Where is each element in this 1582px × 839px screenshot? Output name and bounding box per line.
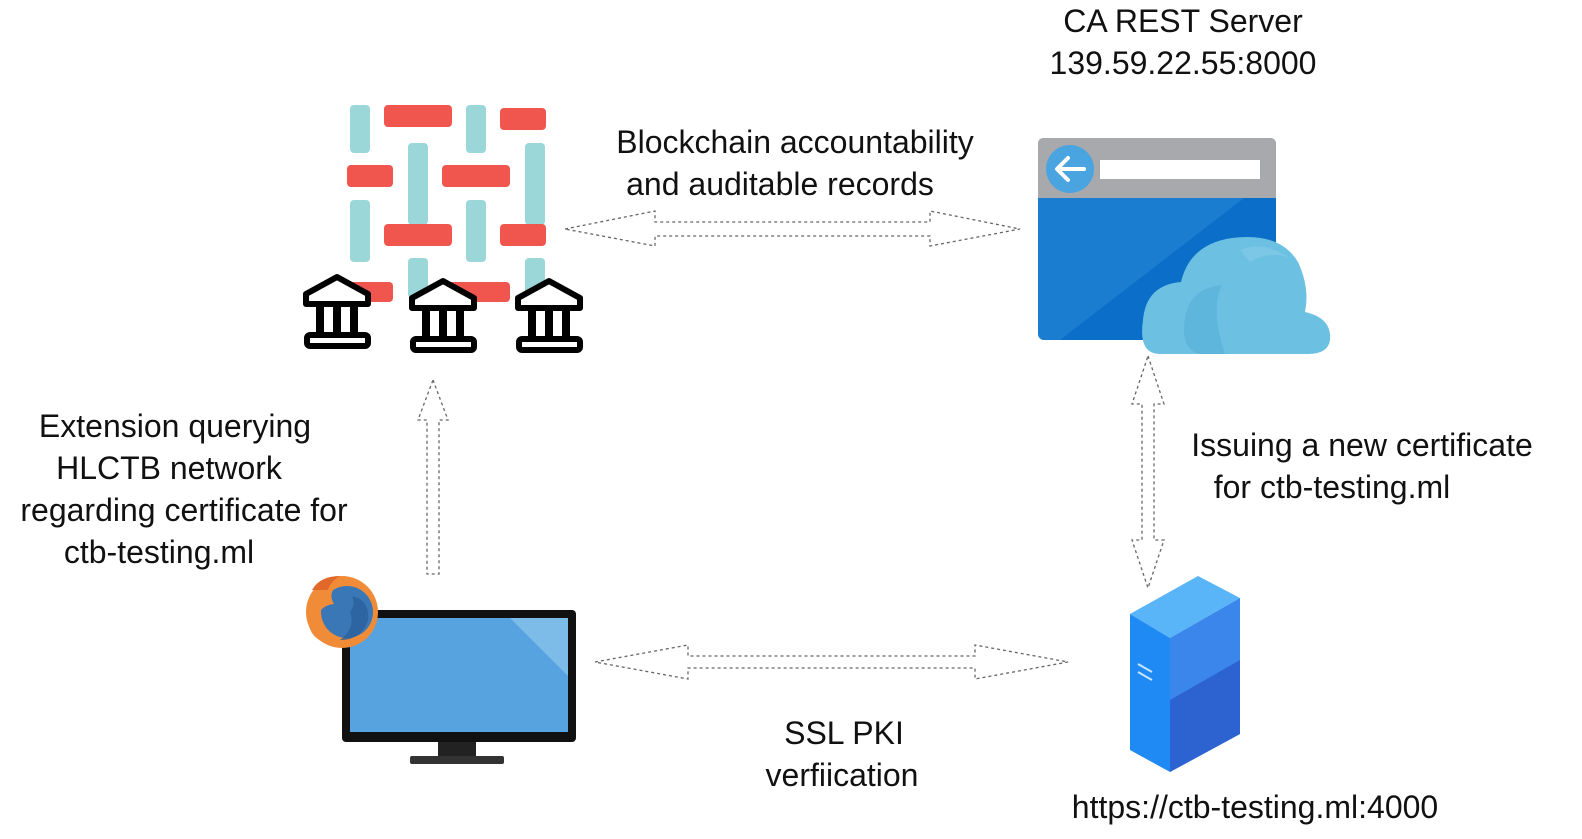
edge-label-line: verfiication — [765, 757, 919, 793]
blockchain-ca-edge-label: Blockchain accountability and auditable … — [590, 121, 1000, 205]
arrow-client-blockchain — [417, 378, 449, 575]
firefox-icon — [306, 576, 378, 648]
edge-label-line: for ctb-testing.ml — [1213, 469, 1451, 505]
ca-server-title: CA REST Server — [1063, 3, 1303, 39]
edge-label-line: and auditable records — [626, 166, 934, 202]
edge-label-line: Blockchain accountability — [616, 124, 974, 160]
edge-label-line: HLCTB network — [56, 450, 282, 486]
server-tower-icon — [1130, 576, 1240, 772]
edge-label-line: Issuing a new certificate — [1191, 427, 1533, 463]
client-blockchain-edge-label: Extension querying HLCTB network regardi… — [0, 405, 368, 573]
ca-server-issue-edge-label: Issuing a new certificate for ctb-testin… — [1168, 424, 1556, 508]
edge-label-line: ctb-testing.ml — [63, 534, 255, 570]
arrow-blockchain-ca — [564, 210, 1021, 247]
edge-label-line: Extension querying — [38, 408, 312, 444]
arrow-ca-server — [1131, 353, 1165, 591]
arrow-client-server — [594, 644, 1069, 680]
monitor-icon — [342, 610, 576, 764]
web-server-address-label: https://ctb-testing.ml:4000 — [1071, 789, 1439, 825]
edge-label-line: SSL PKI — [784, 715, 904, 751]
bank-building-icon — [409, 278, 477, 353]
blockchain-weave-icon — [347, 105, 546, 302]
client-server-edge-label: SSL PKI verfiication — [740, 712, 944, 796]
browser-cloud-icon — [1038, 138, 1331, 354]
bank-building-icon — [515, 278, 583, 353]
ca-server-label: CA REST Server 139.59.22.55:8000 — [1030, 0, 1336, 84]
edge-label-line: regarding certificate for — [20, 492, 348, 528]
ca-server-address: 139.59.22.55:8000 — [1049, 45, 1317, 81]
bank-building-icon — [303, 274, 371, 349]
